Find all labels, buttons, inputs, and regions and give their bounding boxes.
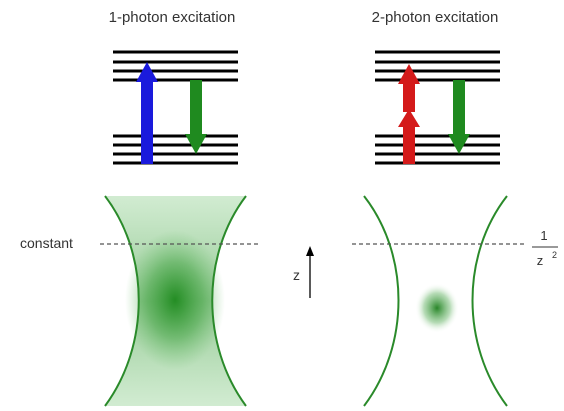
- two-photon-beam-outline: [363, 195, 508, 407]
- one-photon-fluorescence: [105, 196, 246, 406]
- fraction-exponent: 2: [552, 250, 557, 260]
- one-photon-beam-outline: [104, 195, 247, 407]
- energy-levels-one-photon: [113, 50, 238, 165]
- constant-label: constant: [20, 235, 73, 251]
- two-photon-fluorescence: [415, 283, 459, 333]
- z-axis-arrow-icon: [306, 246, 314, 298]
- blue-up-arrow-icon: [136, 62, 158, 164]
- z-axis-label: z: [293, 267, 300, 283]
- red-two-photon-arrow-icon: [398, 64, 420, 164]
- panel-title-one-photon: 1-photon excitation: [109, 9, 236, 26]
- fraction-denominator: z: [537, 253, 544, 268]
- green-down-arrow-icon: [448, 80, 470, 154]
- energy-levels-two-photon: [375, 50, 500, 165]
- inverse-square-label: 1 z 2: [532, 228, 558, 268]
- green-down-arrow-icon: [185, 80, 207, 154]
- fraction-numerator: 1: [540, 228, 547, 243]
- panel-title-two-photon: 2-photon excitation: [372, 9, 499, 26]
